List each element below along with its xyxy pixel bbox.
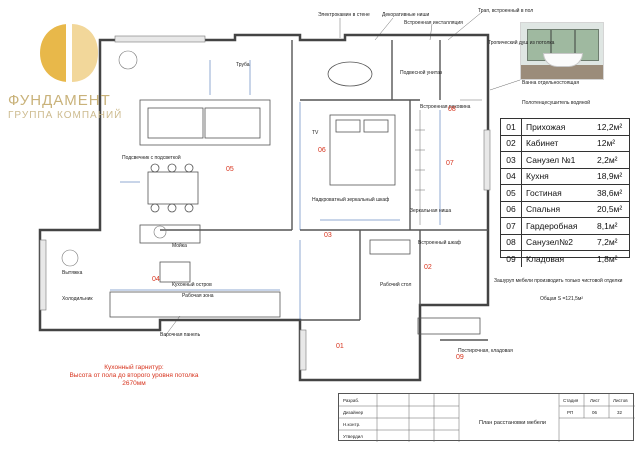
note-plumbing: Зашуруп мебели производить только чистов… — [494, 278, 623, 284]
room-number: 06 — [318, 147, 326, 154]
stamp-sheet: 06 — [592, 410, 598, 415]
label-sofa: Подсвечник с подсветкой — [122, 155, 181, 161]
label-closet: Встроенный шкаф — [418, 240, 461, 246]
note-heated-floor: Полотенцесушитель водяной — [522, 100, 591, 106]
kitchen-set-note: Кухонный гарнитур: Высота от пола до вто… — [69, 364, 199, 387]
window-shape — [575, 29, 599, 61]
note-decor-niches: Декоративные ниши — [382, 12, 430, 18]
label-oven: Кухонный остров — [172, 282, 212, 288]
room-number: 03 — [324, 232, 332, 239]
label-wardrobe: Надкроватный зеркальный шкаф — [312, 197, 390, 203]
note-shower: Тропический душ из потолка — [488, 40, 555, 46]
label-pipe: Труба — [236, 62, 250, 68]
stamp-sheets-label: Листов — [613, 398, 628, 403]
inner-walls — [160, 40, 488, 341]
room-number: 09 — [456, 354, 464, 361]
label-hob: Рабочая зона — [182, 293, 214, 299]
note-installation: Встроенная инсталляция — [404, 20, 463, 26]
plan-title: План расстановки мебели — [479, 420, 546, 426]
brand-subtitle: ГРУППА КОМПАНИЙ — [8, 110, 123, 121]
stamp-row-3: Н.контр. — [343, 422, 361, 427]
dining-table — [147, 163, 199, 213]
dimension-lines — [110, 60, 441, 320]
window-shape — [527, 29, 551, 61]
label-fridge: Холодильник — [62, 296, 93, 302]
logo-mark-icon — [40, 24, 98, 82]
stamp-sheet-label: Лист — [590, 398, 600, 403]
title-block-grid — [339, 394, 635, 442]
kitchen-run — [109, 224, 281, 318]
note-drain: Трап, встроенный в пол — [478, 8, 534, 14]
company-logo: ФУНДАМЕНТ ГРУППА КОМПАНИЙ — [2, 18, 132, 128]
note-cabinet: Встроенная раковина — [420, 104, 471, 110]
label-hood: Вытяжка — [62, 270, 83, 276]
stamp-sheets: 32 — [617, 410, 623, 415]
plants — [61, 50, 167, 267]
stamp-row-2: Дизайнер — [343, 410, 364, 415]
room-number: 02 — [424, 264, 432, 271]
label-storage: Постирочная, кладовая — [458, 348, 513, 354]
room-number: 04 — [152, 276, 160, 283]
label-mirror: Зеркальная ниша — [410, 208, 452, 214]
bathtub — [327, 61, 373, 87]
wardrobe-shelves — [415, 110, 425, 225]
bed — [329, 114, 396, 186]
note-hanging-wc: Подвесной унитаз — [400, 70, 443, 76]
label-tv: TV — [312, 130, 319, 136]
stamp-row-1: Разраб. — [343, 398, 360, 403]
room-number: 05 — [226, 166, 234, 173]
title-block: Разраб. Дизайнер Н.контр. Утвердил План … — [338, 393, 635, 442]
label-island: Мойка — [172, 243, 187, 249]
office-desk — [369, 239, 481, 335]
stamp-row-4: Утвердил — [343, 434, 363, 439]
floor-shape — [521, 65, 603, 79]
windows — [39, 35, 491, 371]
label-column: Варочная панель — [160, 332, 201, 338]
total-area: Общая S =121,5м² — [540, 296, 584, 302]
brand-name: ФУНДАМЕНТ — [8, 92, 111, 109]
room-number: 01 — [336, 343, 344, 350]
leader-lines — [164, 11, 521, 337]
note-electro-fireplace: Электрокамин в стене — [318, 12, 370, 18]
sofa — [139, 99, 271, 146]
note-bathtub: Ванна отдельностоящая — [522, 80, 580, 86]
stamp-stage-label: Стадия — [563, 398, 579, 403]
label-desk: Рабочий стол — [380, 282, 412, 288]
stamp-stage: РП — [567, 410, 574, 415]
room-number: 07 — [446, 160, 454, 167]
bathroom-reference-photo — [520, 22, 604, 80]
room-number: 08 — [448, 106, 456, 113]
